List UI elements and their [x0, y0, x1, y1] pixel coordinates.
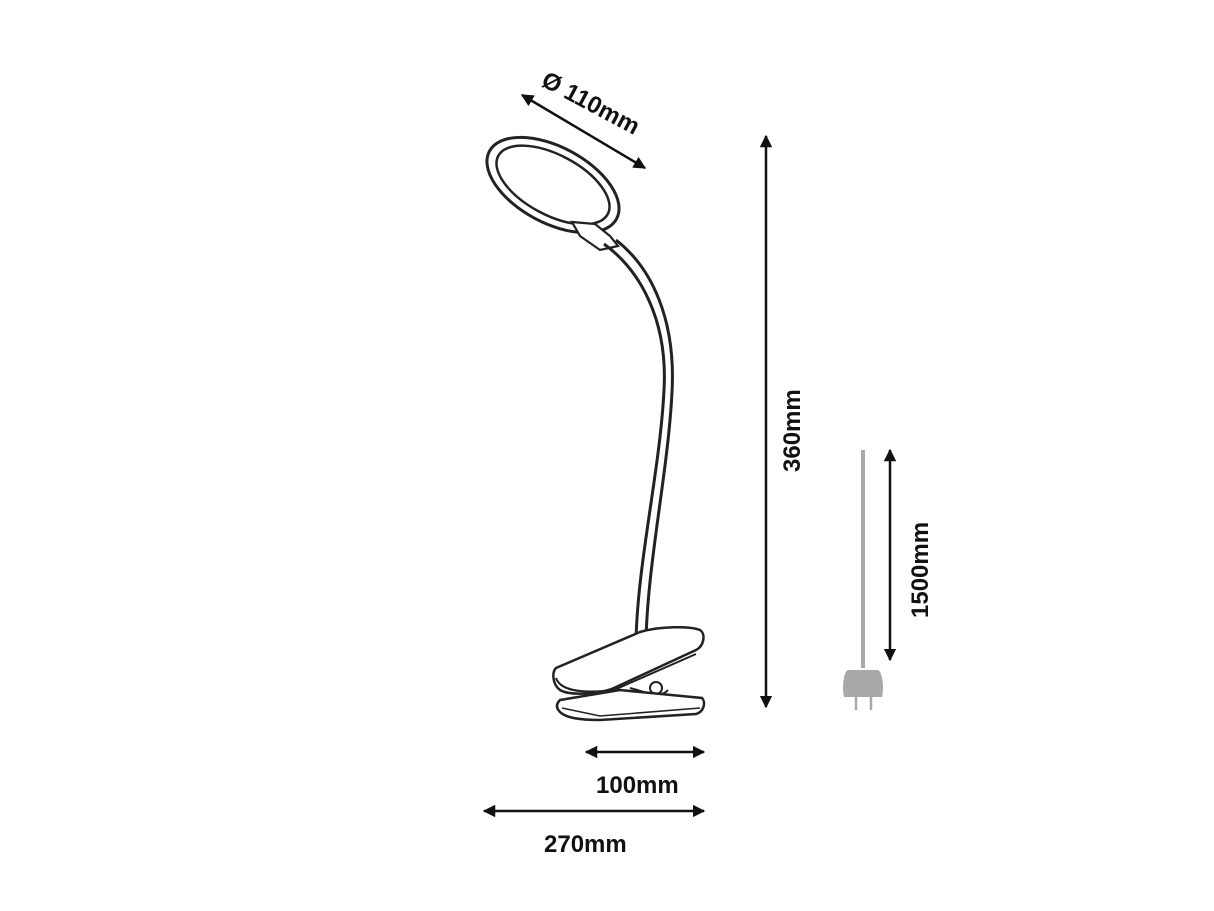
total-depth-dimension: 270mm: [482, 804, 706, 858]
height-label: 360mm: [779, 389, 806, 472]
lamp-gooseneck: [603, 238, 674, 641]
plug-icon: [843, 670, 883, 697]
clip-width-label: 100mm: [596, 772, 679, 799]
power-cable: [843, 450, 883, 710]
head-diameter-dimension: Ø 110mm: [520, 66, 647, 170]
lamp-clip-base: [552, 626, 706, 722]
total-depth-label: 270mm: [544, 831, 627, 858]
lamp-head: [485, 135, 621, 252]
clip-width-dimension: 100mm: [584, 745, 706, 799]
cable-length-dimension: 1500mm: [883, 448, 934, 662]
cable-length-label: 1500mm: [907, 522, 934, 618]
head-diameter-label: Ø 110mm: [537, 66, 644, 140]
height-dimension: 360mm: [759, 134, 806, 709]
